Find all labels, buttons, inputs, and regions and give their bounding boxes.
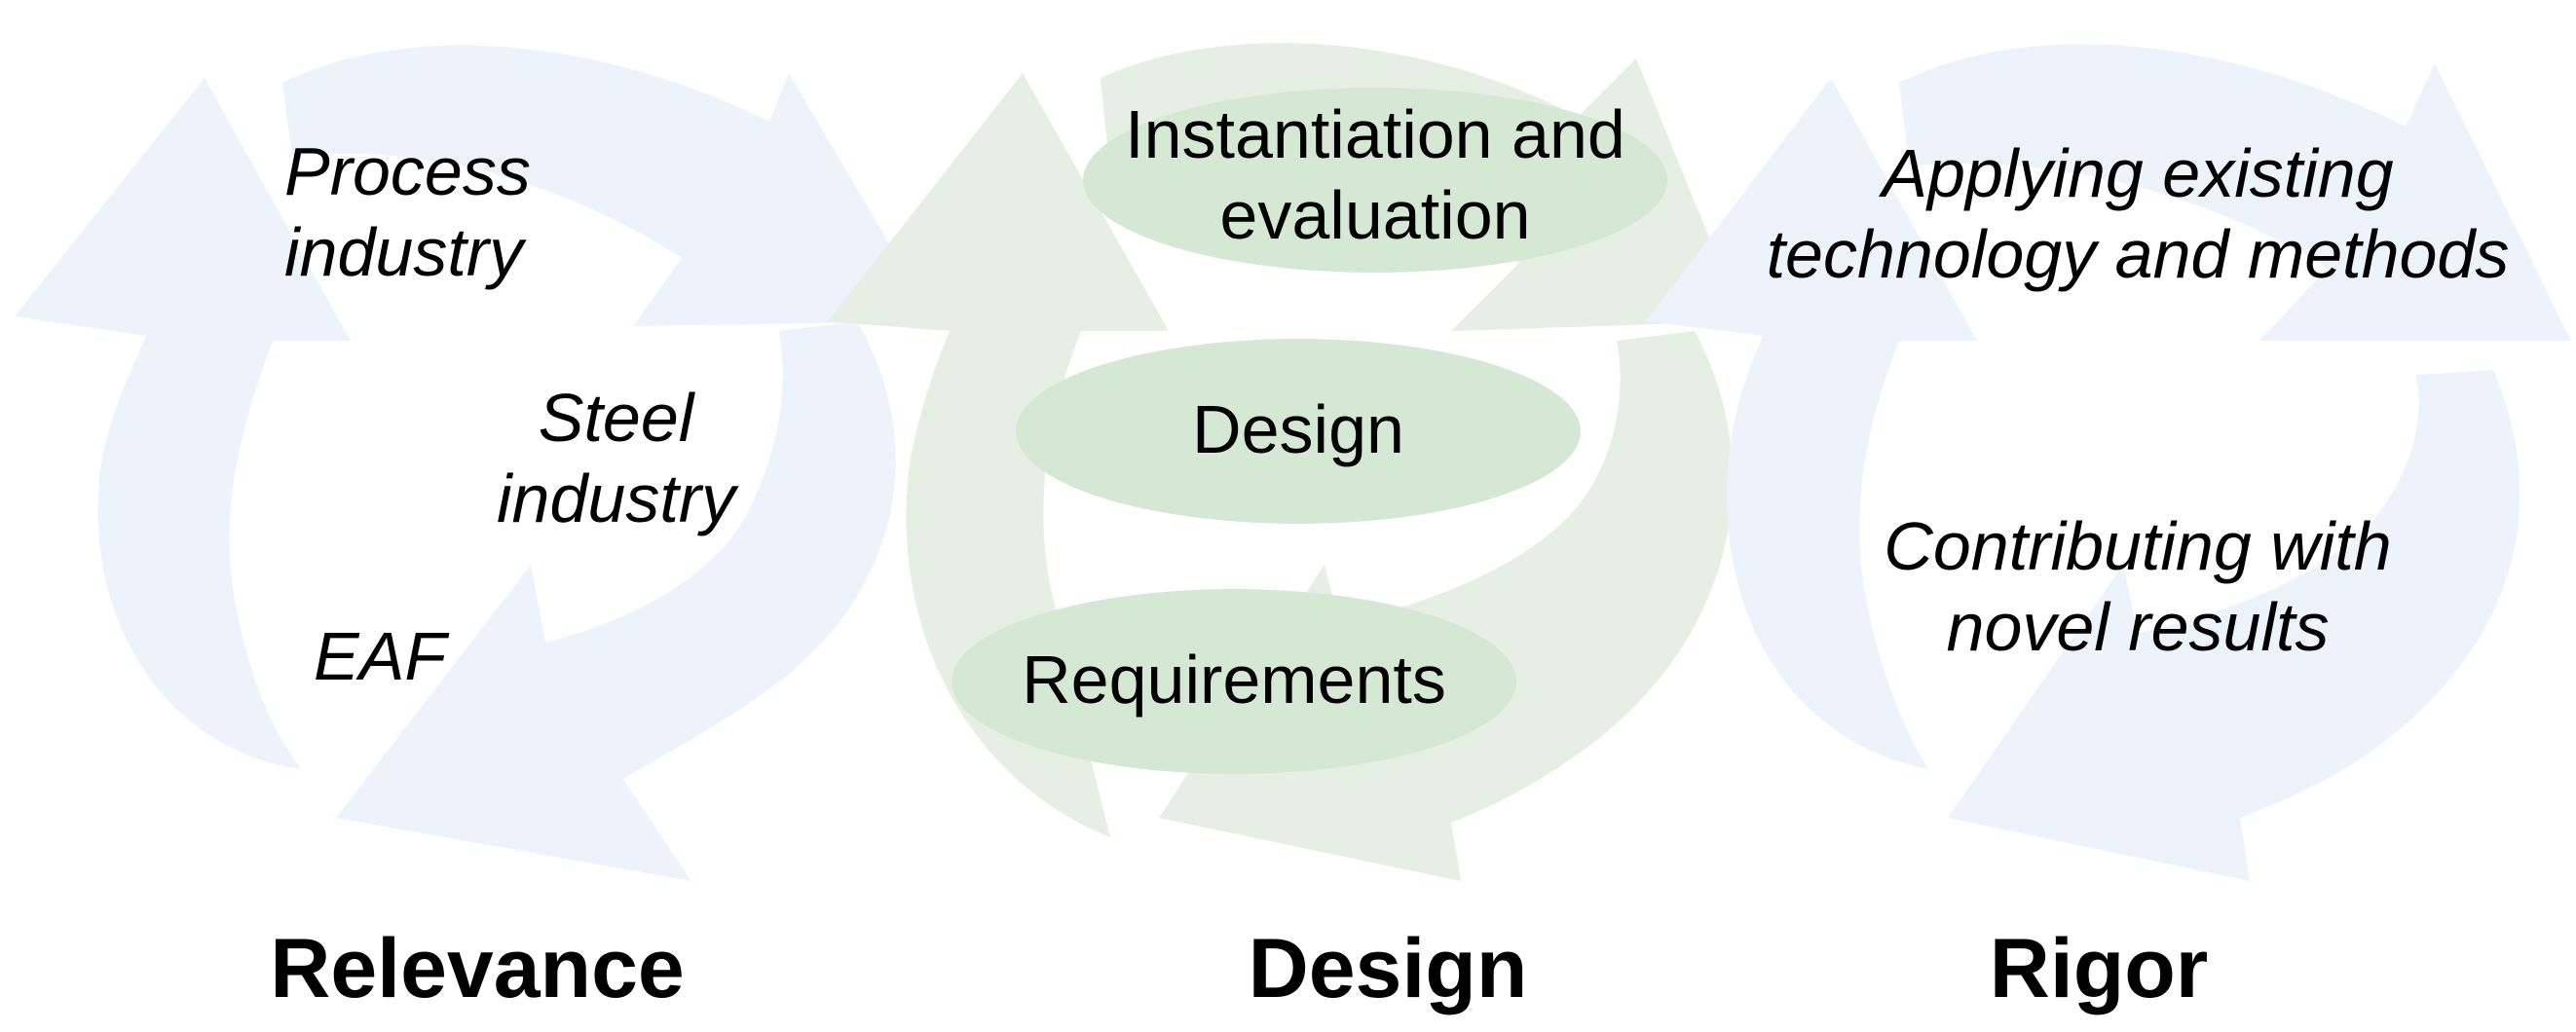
design-node-shape — [1016, 339, 1581, 524]
process-industry-label: Process industry — [284, 133, 531, 290]
rigor-title: Rigor — [1989, 922, 2209, 1015]
relevance-arrow-left — [15, 78, 351, 769]
rigor-arrow-left — [1646, 78, 1977, 769]
contributing-label: Contributing with novel results — [1884, 508, 2392, 665]
design-arrow-left — [828, 73, 1169, 837]
relevance-arrow-bottom — [336, 321, 896, 881]
design-title: Design — [1248, 922, 1528, 1015]
instantiation-node-shape — [1083, 88, 1667, 273]
eaf-label: EAF — [314, 618, 447, 694]
instantiation-node-label: Instantiation and evaluation — [1125, 96, 1625, 253]
relevance-title: Relevance — [270, 922, 685, 1015]
requirements-node-label: Requirements — [1022, 642, 1446, 718]
steel-industry-label: Steel industry — [497, 380, 736, 536]
rigor-cycle-arrows — [1646, 44, 2571, 881]
applying-existing-label: Applying existing technology and methods — [1766, 135, 2510, 292]
design-node-label: Design — [1192, 391, 1404, 467]
relevance-arrow-top — [282, 45, 935, 326]
relevance-cycle-arrows — [15, 45, 935, 881]
rigor-arrow-bottom — [1948, 370, 2520, 881]
requirements-node-shape — [952, 589, 1516, 774]
rigor-arrow-top — [1899, 44, 2571, 341]
